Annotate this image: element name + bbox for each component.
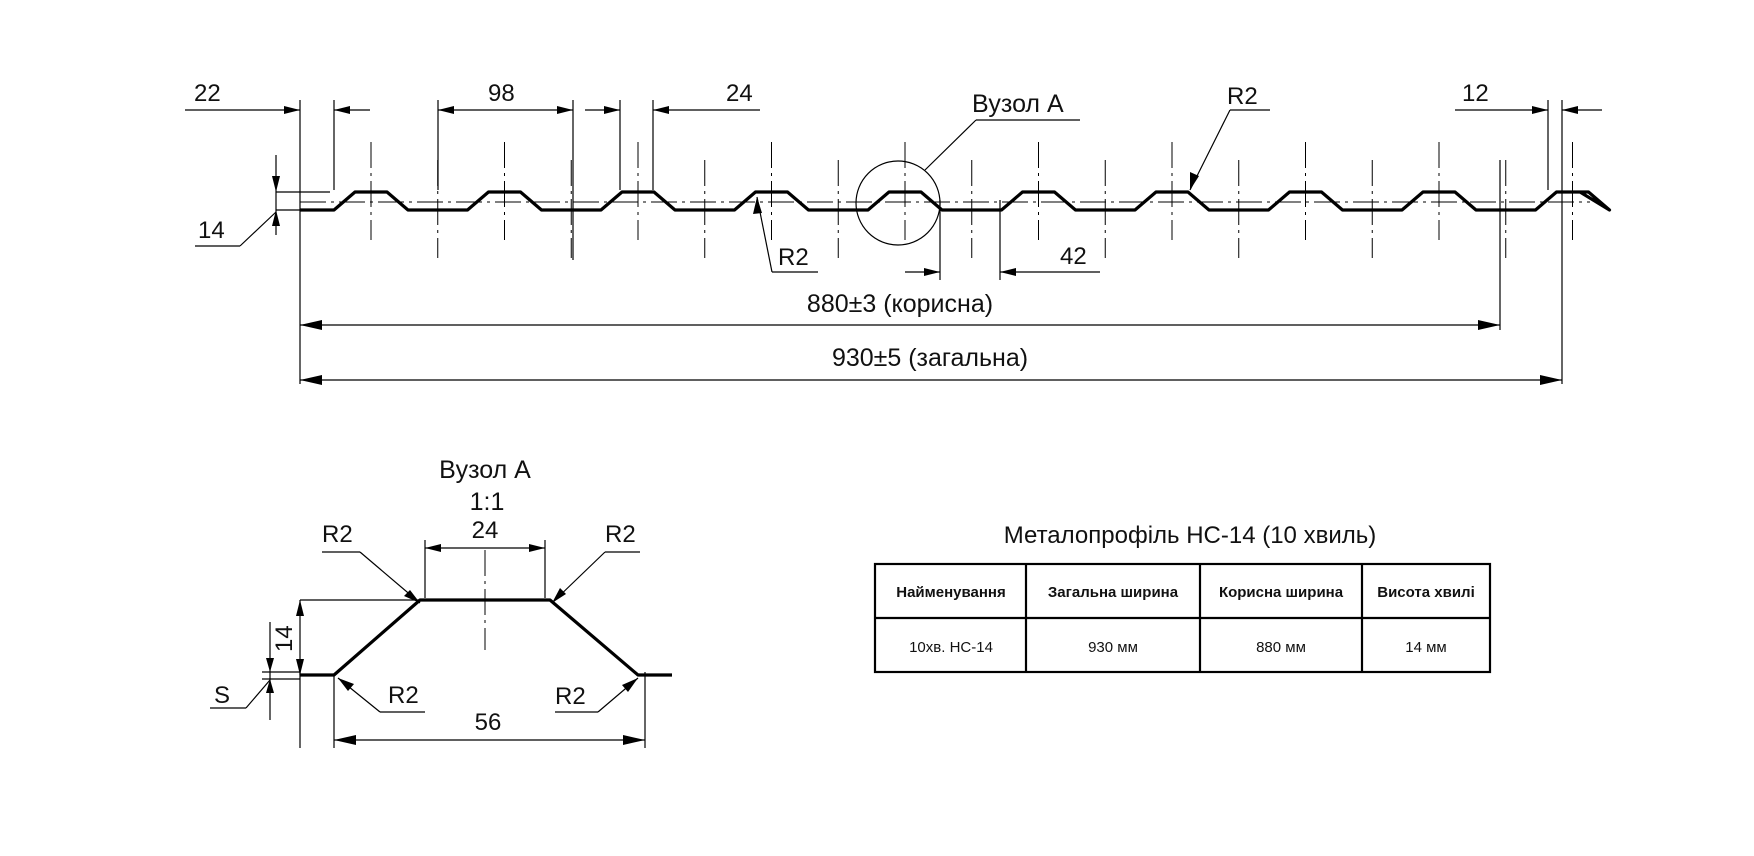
spec-header-wave-height: Висота хвилі	[1377, 584, 1475, 601]
useful-width-label: 880±3 (корисна)	[807, 290, 993, 318]
main-view: 22 98 24 12 14	[185, 80, 1612, 385]
extension-lines	[276, 100, 1563, 384]
detail-callout-label: Вузол А	[972, 90, 1064, 118]
radius-label-top: R2	[1227, 83, 1258, 110]
spec-cell-useful-width: 880 мм	[1256, 639, 1306, 656]
detail-profile	[300, 598, 672, 677]
dim-14-main: 14	[195, 155, 280, 247]
spec-header-name: Найменування	[896, 584, 1005, 601]
dim-useful-width: 880±3 (корисна)	[300, 290, 1500, 330]
dim-total-width: 930±5 (загальна)	[300, 344, 1562, 385]
detail-bottom-width: 56	[475, 709, 502, 736]
dim-12: 12	[1455, 80, 1602, 114]
dim-label-98: 98	[488, 80, 515, 107]
spec-cell-name: 10хв. НС-14	[909, 639, 993, 656]
radius-leader-bottom: R2	[753, 196, 818, 273]
dim-label-24: 24	[726, 80, 753, 107]
detail-scale: 1:1	[470, 488, 505, 516]
dim-42: 42	[905, 243, 1100, 276]
dim-98: 98	[438, 80, 573, 114]
dim-22: 22	[185, 80, 370, 114]
radius-label-bottom: R2	[778, 244, 809, 271]
dim-label-14-main: 14	[198, 217, 225, 244]
crest-center-lines	[370, 142, 1573, 258]
radius-leader-top: R2	[1189, 83, 1270, 191]
detail-callout: Вузол А	[855, 90, 1080, 246]
detail-view: Вузол А 1:1 24 14 S 56	[210, 456, 672, 748]
spec-cell-total-width: 930 мм	[1088, 639, 1138, 656]
detail-callout-circle	[855, 160, 941, 246]
detail-radius-bottom-right: R2	[555, 683, 586, 710]
spec-header-useful-width: Корисна ширина	[1219, 584, 1344, 601]
dim-label-12: 12	[1462, 80, 1489, 107]
spec-header-total-width: Загальна ширина	[1048, 584, 1179, 601]
detail-radius-top-left: R2	[322, 521, 353, 548]
dim-label-42: 42	[1060, 243, 1087, 270]
detail-thickness: S	[214, 682, 230, 709]
detail-top-width: 24	[472, 517, 499, 544]
detail-height: 14	[271, 625, 298, 652]
spec-table-title: Металопрофіль НС-14 (10 хвиль)	[1004, 522, 1376, 549]
dim-24: 24	[585, 80, 760, 114]
detail-radius-top-right: R2	[605, 521, 636, 548]
dim-label-22: 22	[194, 80, 221, 107]
detail-radius-bottom-left: R2	[388, 682, 419, 709]
corrugated-profile	[300, 190, 1612, 212]
detail-title: Вузол А	[439, 456, 531, 484]
spec-table: Металопрофіль НС-14 (10 хвиль) Найменува…	[873, 522, 1492, 674]
spec-cell-wave-height: 14 мм	[1405, 639, 1446, 656]
total-width-label: 930±5 (загальна)	[832, 344, 1028, 372]
